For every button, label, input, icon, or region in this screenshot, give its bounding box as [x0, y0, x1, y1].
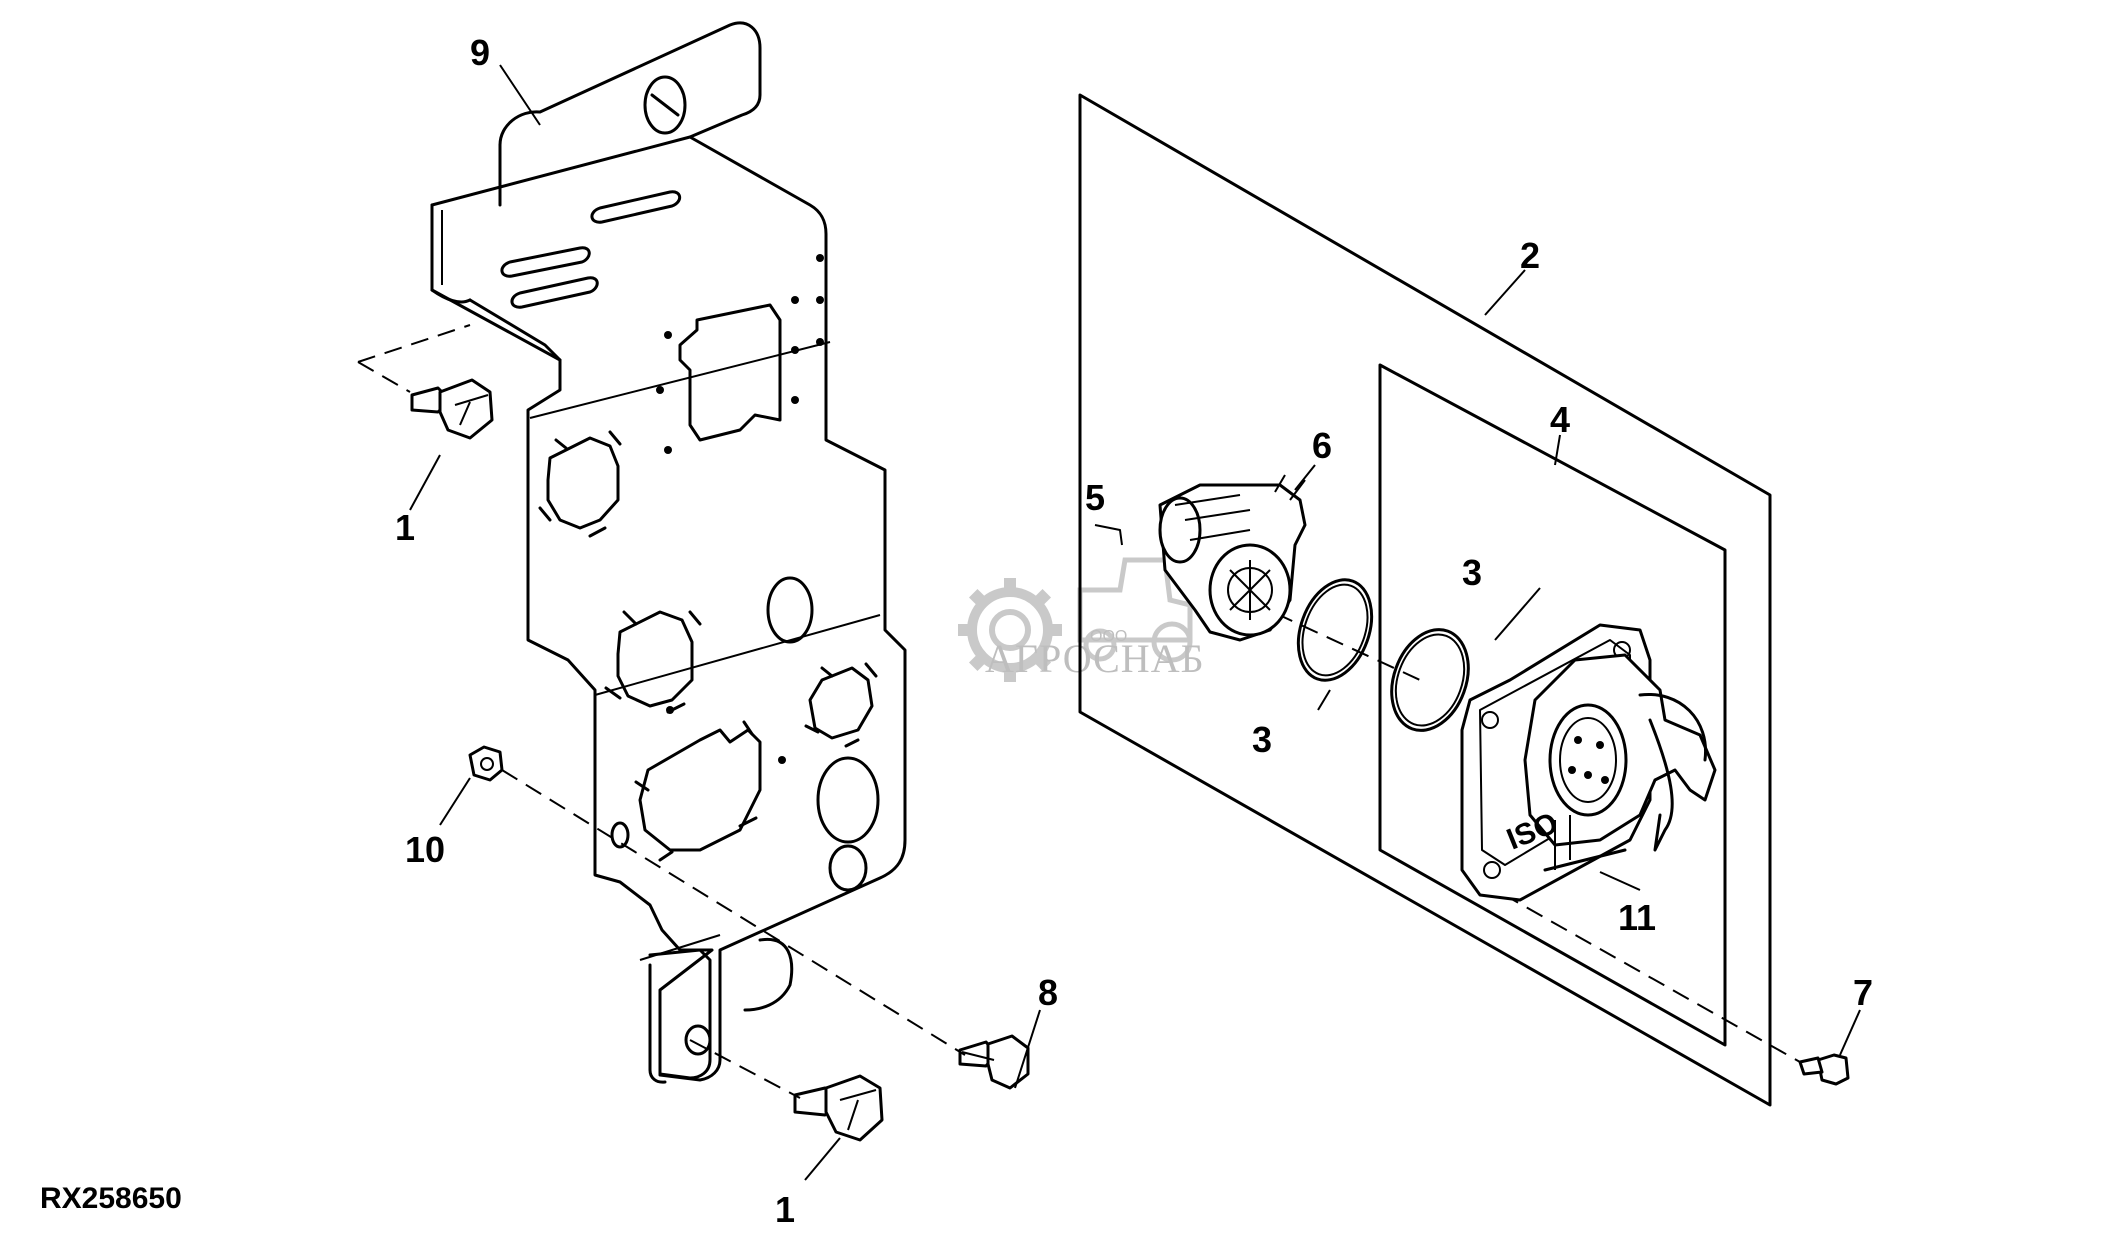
leader-lines: [409, 64, 1861, 1181]
callout-6: 6: [1312, 425, 1332, 466]
callout-3-right: 3: [1462, 552, 1482, 593]
bolt-bottom: [793, 1074, 884, 1142]
kit-panel-inner: [1378, 363, 1727, 1047]
callout-1-top: 1: [395, 507, 415, 548]
o-ring-right: [1390, 628, 1470, 732]
figure-id: RX258650: [40, 1182, 182, 1215]
callout-1-bottom: 1: [775, 1189, 795, 1230]
connector-plug: [1158, 474, 1307, 642]
callout-4: 4: [1550, 399, 1570, 440]
watermark-small: ООО: [1090, 628, 1127, 645]
iso-socket: ISO: [1460, 623, 1717, 902]
watermark: ООО АГРОСНАБ: [958, 557, 1205, 682]
nut: [468, 745, 504, 782]
kit-panel-outer: [1078, 93, 1772, 1107]
gear-logo-icon: [958, 578, 1062, 682]
screw-small: [1798, 1053, 1850, 1086]
callout-11: 11: [1618, 897, 1656, 938]
bolt-small: [958, 1034, 1030, 1090]
callout-9: 9: [470, 32, 490, 73]
callout-8: 8: [1038, 972, 1058, 1013]
callout-3-left: 3: [1252, 719, 1272, 760]
watermark-brand: АГРОСНАБ: [985, 636, 1205, 681]
callout-2: 2: [1520, 235, 1540, 276]
callout-5: 5: [1085, 477, 1105, 518]
bolt-top: [410, 378, 494, 440]
o-ring-left: [1296, 578, 1374, 682]
callout-7: 7: [1853, 972, 1873, 1013]
tractor-logo-icon: [1077, 557, 1193, 663]
callouts: 9 1 1 2 4 5 6 3 3 11 8 10 7: [395, 32, 1873, 1230]
mounting-bracket: [430, 21, 907, 1084]
callout-10: 10: [405, 829, 445, 870]
